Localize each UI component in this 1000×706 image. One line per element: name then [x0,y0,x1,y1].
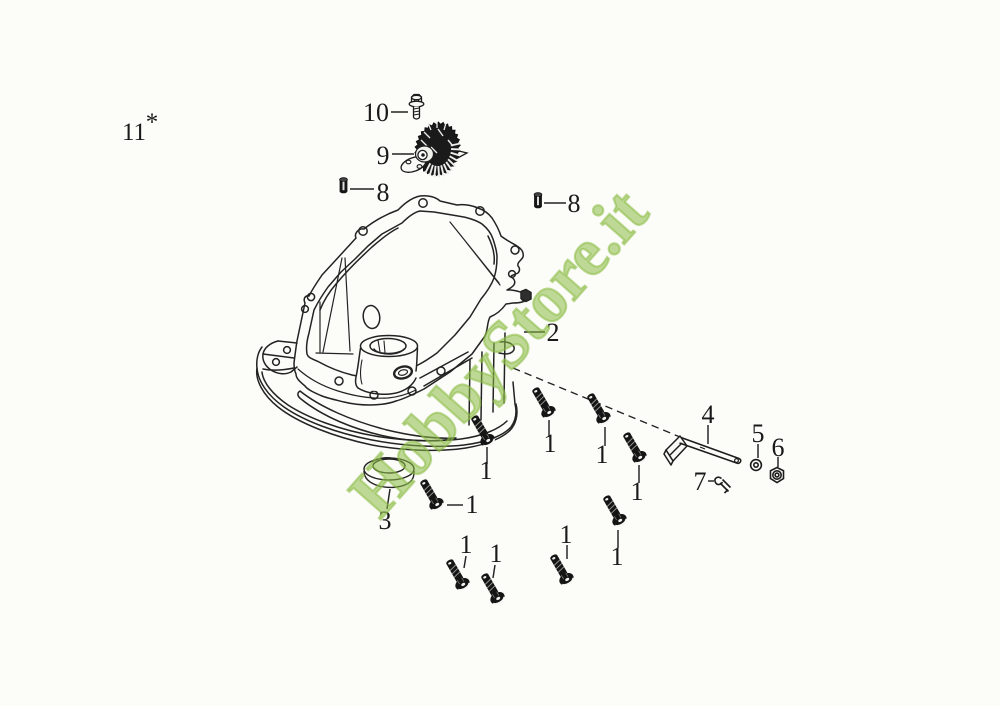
svg-text:7: 7 [694,467,707,496]
svg-text:8: 8 [568,189,581,218]
svg-text:4: 4 [702,400,715,429]
svg-text:1: 1 [544,429,557,458]
svg-text:*: * [146,109,159,136]
svg-text:1: 1 [560,520,573,549]
svg-text:3: 3 [379,506,392,535]
svg-text:1: 1 [480,456,493,485]
svg-text:1: 1 [596,440,609,469]
svg-text:1: 1 [611,542,624,571]
svg-text:1: 1 [490,539,503,568]
svg-text:1: 1 [466,490,479,519]
svg-text:1: 1 [631,477,644,506]
svg-text:6: 6 [772,433,785,462]
svg-text:8: 8 [377,178,390,207]
svg-text:10: 10 [363,98,389,127]
svg-text:9: 9 [377,141,390,170]
svg-text:1: 1 [460,530,473,559]
svg-text:2: 2 [547,318,560,347]
svg-text:5: 5 [752,419,765,448]
svg-text:11: 11 [122,119,146,146]
